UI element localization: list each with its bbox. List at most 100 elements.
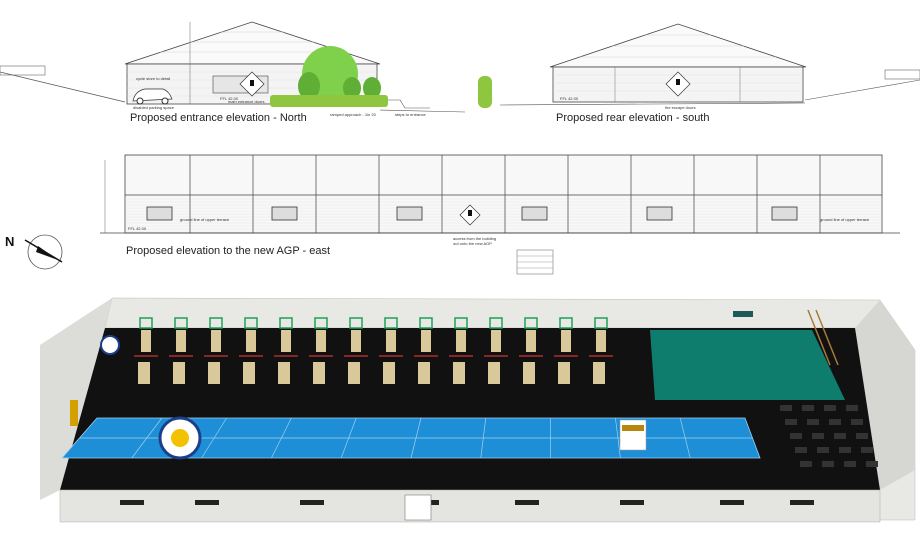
- lifting-platform: [173, 362, 185, 384]
- lifting-platform: [351, 330, 361, 352]
- squat-rack: [244, 317, 258, 329]
- spin-bike: [844, 461, 856, 467]
- lifting-platform: [558, 362, 570, 384]
- front-window: [790, 500, 814, 505]
- note-steps: steps to entrance: [395, 112, 426, 117]
- window: [771, 206, 798, 221]
- lifting-platform: [421, 330, 431, 352]
- front-window: [195, 500, 219, 505]
- spin-bike: [834, 433, 846, 439]
- squat-rack: [279, 317, 293, 329]
- north-elevation-title: Proposed entrance elevation - North: [130, 112, 307, 124]
- spin-bike: [802, 405, 814, 411]
- squat-rack: [489, 317, 503, 329]
- spin-bike: [861, 447, 873, 453]
- note-ffl-east: FFL 42.00: [128, 226, 147, 231]
- spin-bike: [846, 405, 858, 411]
- wall-windows-right: [807, 309, 839, 366]
- note-terrace-right: ground line of upper terrace: [820, 217, 870, 222]
- lifting-platform: [526, 330, 536, 352]
- front-window: [515, 500, 539, 505]
- spin-bike: [790, 433, 802, 439]
- lifting-platform: [138, 362, 150, 384]
- squat-rack: [559, 317, 573, 329]
- lifting-platform: [278, 362, 290, 384]
- spin-bike: [851, 419, 863, 425]
- lifting-platform: [523, 362, 535, 384]
- spin-bike: [856, 433, 868, 439]
- club-banner: [619, 419, 647, 451]
- front-doors: [404, 494, 432, 521]
- front-window: [300, 500, 324, 505]
- squat-rack: [524, 317, 538, 329]
- lifting-platform: [453, 362, 465, 384]
- spin-bike: [807, 419, 819, 425]
- lifting-platform: [386, 330, 396, 352]
- spin-bike: [829, 419, 841, 425]
- note-fire-escape: fire escape doors: [665, 105, 696, 110]
- front-window: [120, 500, 144, 505]
- spin-bike: [817, 447, 829, 453]
- squat-rack: [594, 317, 608, 329]
- north-elevation: cycle store to detail disabled parking s…: [0, 21, 492, 124]
- window: [396, 206, 423, 221]
- lifting-platform: [418, 362, 430, 384]
- spin-bike: [800, 461, 812, 467]
- lifting-platform: [246, 330, 256, 352]
- spin-bike: [780, 405, 792, 411]
- lifting-platform: [141, 330, 151, 352]
- window: [646, 206, 673, 221]
- lifting-platform: [491, 330, 501, 352]
- squat-rack: [419, 317, 433, 329]
- window: [521, 206, 548, 221]
- note-ffl: FFL 42.00: [220, 96, 239, 101]
- training-mat: [650, 330, 845, 400]
- spin-bike: [785, 419, 797, 425]
- note-entrance: main entrance doors: [228, 99, 264, 104]
- front-wall: [59, 489, 881, 523]
- lifting-platform: [281, 330, 291, 352]
- lifting-platform: [383, 362, 395, 384]
- spin-bike: [822, 461, 834, 467]
- spin-bike: [866, 461, 878, 467]
- east-elevation: ground line of upper terrace ground line…: [100, 154, 900, 275]
- compass-north-label: N: [5, 234, 14, 249]
- squat-rack: [384, 317, 398, 329]
- south-elevation: fire escape doors FFL 42.00 Proposed rea…: [499, 23, 920, 124]
- lifting-platform: [176, 330, 186, 352]
- lifting-platform: [316, 330, 326, 352]
- note-access-2: out onto the new AGP: [453, 241, 492, 246]
- spin-bike: [839, 447, 851, 453]
- note-ramp: ramped approach - 1in 20: [330, 112, 377, 117]
- spin-bike: [812, 433, 824, 439]
- note-terrace-left: ground line of upper terrace: [180, 217, 230, 222]
- note-parking: disabled parking space: [133, 105, 175, 110]
- gym-interior-render: [40, 297, 916, 523]
- lifting-platform: [596, 330, 606, 352]
- window: [146, 206, 173, 221]
- club-logo-wall: [100, 335, 120, 355]
- front-window: [620, 500, 644, 505]
- squat-rack: [139, 317, 153, 329]
- squat-rack: [454, 317, 468, 329]
- lifting-platform: [313, 362, 325, 384]
- spin-bike: [795, 447, 807, 453]
- squat-rack: [209, 317, 223, 329]
- lifting-platform: [208, 362, 220, 384]
- note-ffl-south: FFL 42.00: [560, 96, 579, 101]
- note-access-1: access from the building: [453, 236, 496, 241]
- lifting-platform: [348, 362, 360, 384]
- east-elevation-title: Proposed elevation to the new AGP - east: [126, 245, 330, 257]
- squat-rack: [349, 317, 363, 329]
- note-cycle-store: cycle store to detail: [136, 76, 170, 81]
- squat-rack: [314, 317, 328, 329]
- window: [271, 206, 298, 221]
- lifting-platform: [456, 330, 466, 352]
- squat-rack: [174, 317, 188, 329]
- north-arrow-compass: N: [5, 234, 63, 270]
- south-elevation-title: Proposed rear elevation - south: [556, 112, 709, 124]
- lifting-platform: [243, 362, 255, 384]
- lifting-platform: [593, 362, 605, 384]
- front-window: [720, 500, 744, 505]
